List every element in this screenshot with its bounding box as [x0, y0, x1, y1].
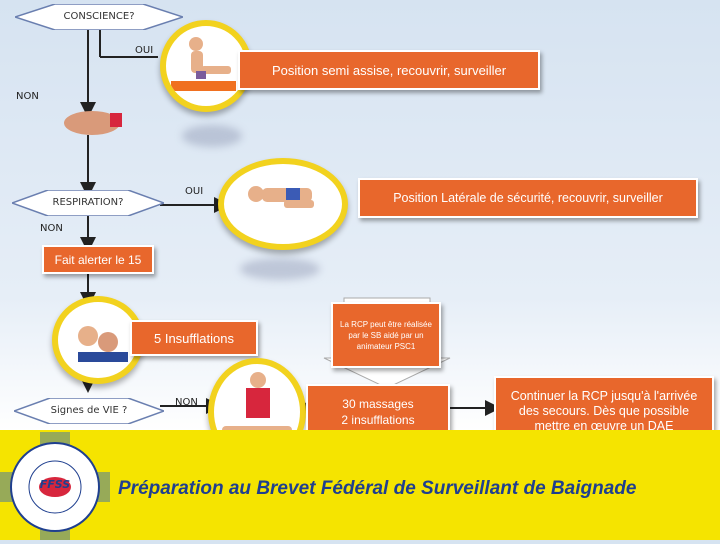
- box-insufflations-text: 5 Insufflations: [154, 331, 234, 346]
- ffss-logo: FFSS: [0, 432, 110, 540]
- conscience-label: CONSCIENCE?: [15, 11, 183, 22]
- rcp-note-text: La RCP peut être réalisée par le SB aidé…: [339, 319, 433, 352]
- non-label-3: NON: [175, 397, 198, 408]
- footer-title-text: Préparation au Brevet Fédéral de Surveil…: [118, 478, 636, 499]
- pls-illustration: [218, 158, 348, 250]
- box-massages-text: 30 massages 2 insufflations: [341, 396, 414, 428]
- box-alerter-text: Fait alerter le 15: [55, 253, 142, 267]
- box-alerter: Fait alerter le 15: [42, 245, 154, 274]
- oui-label-1: OUI: [135, 45, 153, 56]
- mouth-to-mouth-icon: [58, 302, 138, 378]
- box-continuer-text: Continuer la RCP jusqu'à l'arrivée des s…: [504, 389, 704, 434]
- box-semi-assise: Position semi assise, recouvrir, surveil…: [238, 50, 540, 90]
- box-pls-text: Position Latérale de sécurité, recouvrir…: [393, 191, 663, 205]
- person-recovery-position-icon: [224, 164, 342, 244]
- victim-illustration: [52, 108, 124, 138]
- respiration-decision: RESPIRATION?: [12, 190, 164, 216]
- non-label-2: NON: [40, 223, 63, 234]
- oui-label-2: OUI: [185, 186, 203, 197]
- victim-head-icon: [52, 108, 124, 138]
- person-semi-seated-icon: [166, 26, 246, 106]
- box-semi-assise-text: Position semi assise, recouvrir, surveil…: [272, 63, 506, 78]
- non-label-1: NON: [16, 91, 39, 102]
- box-pls: Position Latérale de sécurité, recouvrir…: [358, 178, 698, 218]
- conscience-decision: CONSCIENCE?: [15, 4, 183, 30]
- rcp-note: La RCP peut être réalisée par le SB aidé…: [331, 302, 441, 368]
- signes-vie-decision: Signes de VIE ?: [14, 398, 164, 424]
- footer-title: Préparation au Brevet Fédéral de Surveil…: [118, 478, 718, 500]
- signes-vie-label: Signes de VIE ?: [14, 405, 164, 416]
- respiration-label: RESPIRATION?: [12, 197, 164, 208]
- ffss-logo-letters: FFSS: [35, 478, 75, 491]
- box-insufflations: 5 Insufflations: [130, 320, 258, 356]
